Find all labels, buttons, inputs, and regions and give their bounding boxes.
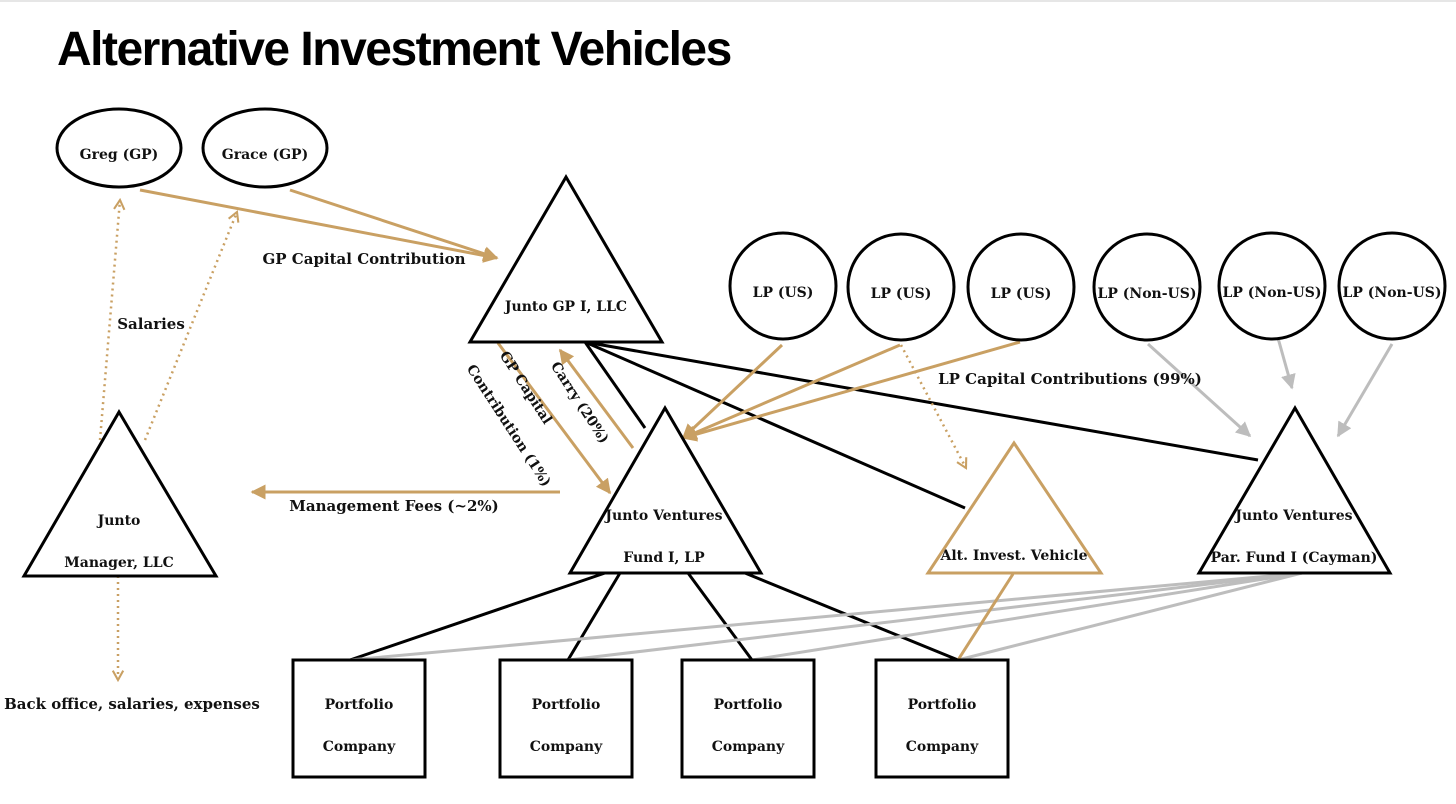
pc4-label-line1: Portfolio [908,697,977,713]
pc4-box [874,658,1010,779]
pc3-box [680,658,816,779]
fund-node: Junto Ventures Fund I, LP [567,405,764,575]
portfolio-company-1: Portfolio Company [291,658,427,779]
pc2-label-line2: Company [530,739,603,755]
salaries-grace-arrow [143,212,237,441]
aiv-label: Alt. Invest. Vehicle [940,548,1088,564]
lp4-label: LP (Non-US) [1098,286,1197,302]
lp2-label: LP (US) [871,286,932,302]
salaries-label: Salaries [117,315,185,333]
gold-flow-arrows [98,188,1021,680]
lp3-node: LP (US) [966,232,1076,342]
pc3-label-line1: Portfolio [714,697,783,713]
pc1-box [291,658,427,779]
gp-to-fund-line [583,341,647,429]
lp4-arrow [1146,342,1252,438]
greg-ellipse [55,107,183,189]
lp1-arrow [681,343,784,440]
parfund-to-pc4-line [957,571,1303,662]
lp6-node: LP (Non-US) [1337,231,1447,341]
lp5-circle [1217,231,1327,341]
gp-triangle [467,174,665,344]
black-ownership-lines [349,340,1259,662]
lp-capital-contributions-label: LP Capital Contributions (99%) [938,370,1202,388]
lp5-label: LP (Non-US) [1223,285,1322,301]
gp-capital-contribution-label: GP Capital Contribution [262,250,465,268]
grace-capital-arrow [289,188,499,261]
lp3-label: LP (US) [991,286,1052,302]
lp6-label: LP (Non-US) [1343,285,1442,301]
page-title: Alternative Investment Vehicles [57,23,732,76]
lp2-circle [846,232,956,342]
aiv-triangle [925,440,1104,575]
fund-to-pc1-line [349,571,606,662]
fund-to-pc2-line [566,572,622,661]
lp3-circle [966,232,1076,342]
pc1-label-line2: Company [323,739,396,755]
fund-to-pc3-line [686,572,754,661]
manager-label-line2: Manager, LLC [64,555,173,571]
gp-node: Junto GP I, LLC [467,174,665,344]
gp-label: Junto GP I, LLC [503,299,627,315]
greg-node: Greg (GP) [55,107,183,189]
gp-capital-1pct-arrow [496,342,612,495]
parfund-to-pc3-line [751,571,1303,662]
back-office-label: Back office, salaries, expenses [4,695,260,713]
carry-arrow [558,348,635,449]
lp5-node: LP (Non-US) [1217,231,1327,341]
manager-triangle [21,409,219,578]
lp2-arrow [681,343,901,440]
lp6-circle [1337,231,1447,341]
lp6-arrow [1336,343,1394,438]
aiv-node: Alt. Invest. Vehicle [925,440,1104,575]
manager-label-line1: Junto [96,513,141,529]
lp2-to-aiv-arrow [899,344,966,468]
lp4-node: LP (Non-US) [1092,232,1202,342]
parfund-node: Junto Ventures Par. Fund I (Cayman) [1196,405,1393,575]
lp5-arrow [1276,337,1296,390]
grace-ellipse [201,107,329,189]
carry-label: Carry (20%) [547,359,612,447]
gp-capital-1pct-label-line2: Contribution (1%) [463,362,554,490]
greg-label: Greg (GP) [80,147,159,163]
portfolio-company-2: Portfolio Company [498,658,634,779]
parfund-to-pc2-line [567,571,1303,662]
management-fees-label: Management Fees (~2%) [289,497,499,515]
parfund-label-line1: Junto Ventures [1233,508,1352,524]
aiv-to-pc4-line [956,573,1015,661]
grace-node: Grace (GP) [201,107,329,189]
lp1-node: LP (US) [728,231,838,341]
top-divider [0,0,1456,2]
pc1-label-line1: Portfolio [325,697,394,713]
pc2-label-line1: Portfolio [532,697,601,713]
gray-parallel-fund-lines [349,337,1394,662]
lp1-label: LP (US) [753,285,814,301]
lp2-node: LP (US) [846,232,956,342]
grace-label: Grace (GP) [222,147,308,163]
fund-label-line1: Junto Ventures [603,508,722,524]
portfolio-company-3: Portfolio Company [680,658,816,779]
portfolio-company-4: Portfolio Company [874,658,1010,779]
parfund-to-pc1-line [349,571,1303,662]
gp-to-parfund-line [584,340,1259,462]
salaries-greg-arrow [98,200,120,441]
greg-capital-arrow [139,188,499,263]
pc4-label-line2: Company [906,739,979,755]
parfund-label-line2: Par. Fund I (Cayman) [1211,550,1378,566]
lp4-circle [1092,232,1202,342]
gp-to-aiv-line [584,340,966,510]
fund-to-pc4-line [744,571,959,662]
pc3-label-line2: Company [712,739,785,755]
fund-triangle [567,405,764,575]
manager-node: Junto Manager, LLC [21,409,219,578]
lp1-circle [728,231,838,341]
parfund-triangle [1196,405,1393,575]
fund-label-line2: Fund I, LP [623,550,705,566]
lp3-arrow [681,340,1021,442]
pc2-box [498,658,634,779]
